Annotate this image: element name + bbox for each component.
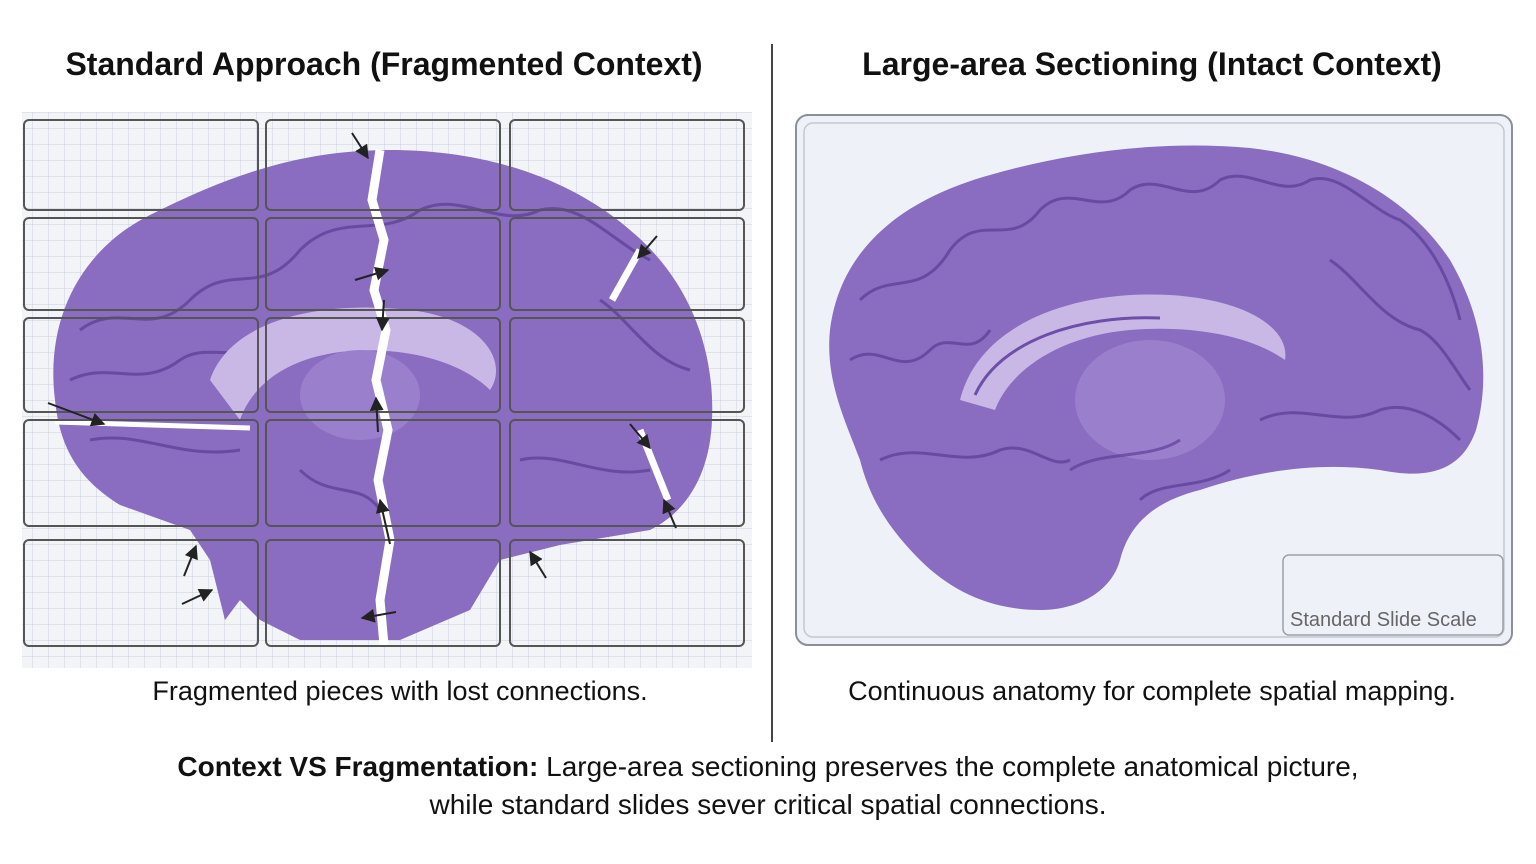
large-area-slide-inner-edge — [803, 122, 1505, 638]
fragmented-brain — [53, 149, 713, 646]
right-panel-title: Large-area Sectioning (Intact Context) — [862, 46, 1442, 82]
standard-slide-scale-box — [1282, 554, 1504, 636]
footer-summary: Context VS Fragmentation: Large-area sec… — [0, 748, 1536, 824]
panel-divider — [771, 44, 773, 742]
footer-text-line-1: Large-area sectioning preserves the comp… — [538, 751, 1359, 782]
footer-line-1: Context VS Fragmentation: Large-area sec… — [0, 748, 1536, 786]
footer-text-line-2: while standard slides sever critical spa… — [429, 789, 1107, 820]
footer-bold-lead: Context VS Fragmentation: — [177, 751, 539, 782]
right-panel-caption: Continuous anatomy for complete spatial … — [848, 676, 1456, 706]
left-panel-title: Standard Approach (Fragmented Context) — [65, 46, 703, 82]
break-arrows — [47, 132, 677, 623]
left-panel-caption: Fragmented pieces with lost connections. — [152, 676, 648, 706]
standard-slide-tiles — [23, 119, 745, 647]
standard-slide-scale-label: Standard Slide Scale — [1290, 609, 1477, 631]
intact-brain — [829, 145, 1484, 610]
